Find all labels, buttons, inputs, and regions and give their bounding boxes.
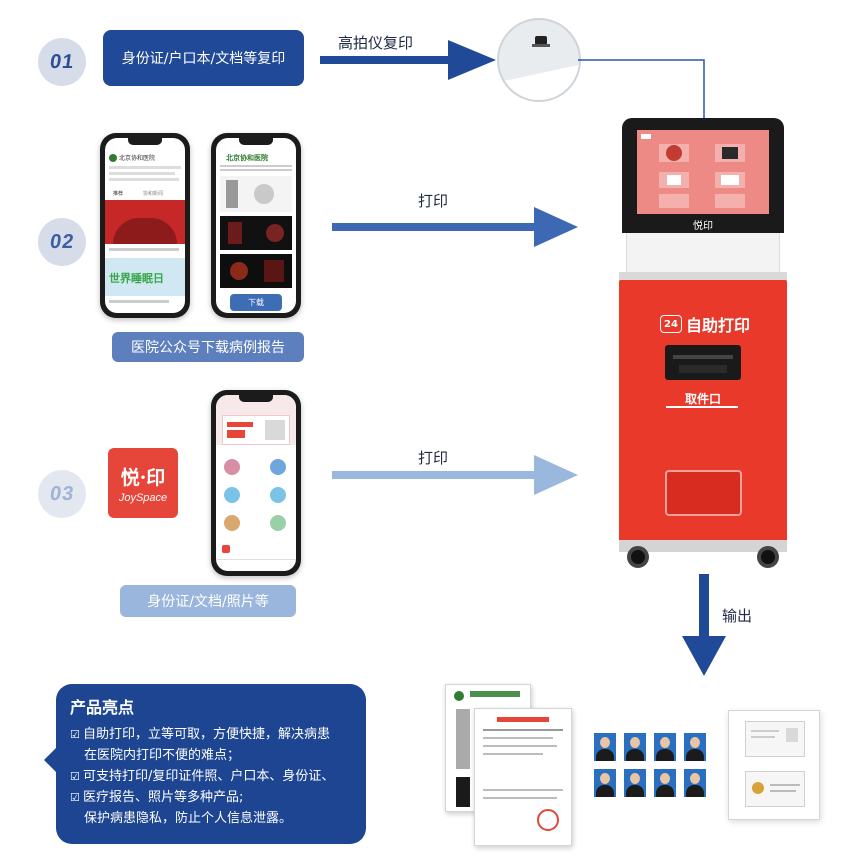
- highlight-line-1: ☑自助打印，立等可取，方便快捷，解决病患: [70, 724, 352, 745]
- kiosk-title-text: 自助打印: [686, 316, 751, 335]
- world-sleep-day-banner: 世界睡眠日: [105, 258, 185, 296]
- step-03-label: 身份证/文档/照片等: [120, 585, 296, 617]
- highlight-line-4: ☑医疗报告、照片等多种产品;: [70, 787, 352, 808]
- phone-a-tab-2: 协和新闻: [143, 191, 164, 197]
- kiosk-base: [619, 540, 787, 552]
- step-number-01: 01: [38, 38, 86, 86]
- phone-a-header: 北京协和医院: [119, 155, 156, 162]
- kiosk-wheel-right: [757, 546, 779, 568]
- kiosk-screen[interactable]: [637, 130, 769, 214]
- output-id-card-copy: [728, 710, 820, 820]
- step-number-02: 02: [38, 218, 86, 266]
- app-icon-2[interactable]: [270, 459, 286, 475]
- phone-a-tab-1: 推荐: [113, 191, 124, 197]
- check-icon: ☑: [70, 791, 80, 804]
- step-01-label: 身份证/户口本/文档等复印: [103, 30, 304, 86]
- output-label: 输出: [722, 607, 753, 625]
- check-icon: ☑: [70, 770, 80, 783]
- phone-pathology-report: 北京协和医院 下载: [211, 133, 301, 318]
- step-03-arrow-label: 打印: [418, 449, 449, 467]
- download-button[interactable]: 下载: [230, 294, 282, 311]
- highlights-title: 产品亮点: [70, 698, 135, 717]
- highlight-line-2: 在医院内打印不便的难点；: [84, 748, 241, 763]
- output-arrow: [682, 574, 726, 676]
- step-02-arrow: [332, 207, 578, 247]
- kiosk-wheel-left: [627, 546, 649, 568]
- joyspace-logo: 悦·印 JoySpace: [108, 448, 178, 518]
- step-01-arrow-label: 高拍仪复印: [338, 34, 414, 52]
- step-number-03: 03: [38, 470, 86, 518]
- kiosk-slot-label: 取件口: [684, 392, 721, 406]
- app-icon-1[interactable]: [224, 459, 240, 475]
- phone-b-header: 北京协和医院: [226, 153, 268, 162]
- kiosk-top-band: [619, 272, 787, 282]
- kiosk-door[interactable]: [665, 470, 742, 516]
- kiosk-24h-badge: 24: [660, 315, 682, 333]
- highlight-line-3: ☑可支持打印/复印证件照、户口本、身份证、: [70, 766, 352, 787]
- id-photo-sheet: [594, 733, 712, 809]
- app-icon-5[interactable]: [224, 515, 240, 531]
- check-icon: ☑: [70, 728, 80, 741]
- step-02-arrow-label: 打印: [418, 192, 449, 210]
- step-01-arrow: [320, 40, 496, 80]
- product-highlights: 产品亮点 ☑自助打印，立等可取，方便快捷，解决病患 在医院内打印不便的难点； ☑…: [56, 684, 366, 844]
- highlight-line-5: 保护病患隐私，防止个人信息泄露。: [84, 811, 293, 826]
- step-02-label: 医院公众号下载病例报告: [112, 332, 304, 362]
- app-icon-6[interactable]: [270, 515, 286, 531]
- kiosk-divider: [666, 406, 738, 408]
- app-icon-4[interactable]: [270, 487, 286, 503]
- news-photo: [105, 200, 185, 244]
- phone-hospital-news: 北京协和医院 推荐 协和新闻 世界睡眠日: [100, 133, 190, 318]
- phone-joyspace-app: [211, 390, 301, 576]
- kiosk-brand-label: 悦印: [693, 221, 713, 232]
- kiosk-title: 24 自助打印: [660, 312, 750, 336]
- highlights-pointer: [44, 746, 58, 774]
- app-icon-3[interactable]: [224, 487, 240, 503]
- kiosk-output-slot[interactable]: [665, 345, 741, 380]
- step-03-arrow: [332, 455, 578, 495]
- document-camera-zoom: [497, 18, 581, 102]
- output-medical-report-2: [474, 708, 572, 846]
